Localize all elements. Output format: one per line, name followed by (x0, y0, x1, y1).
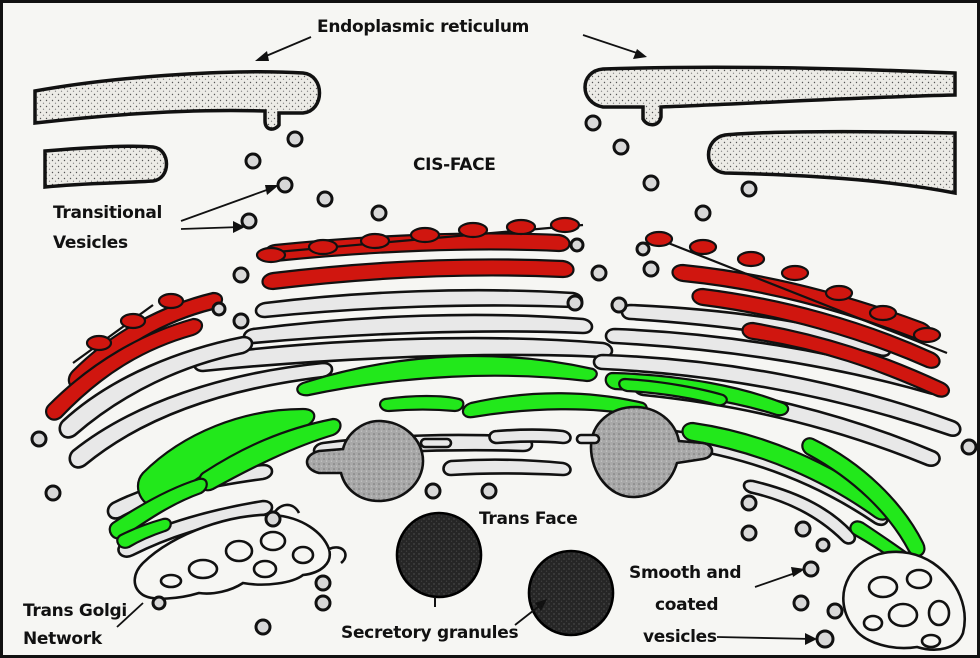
condensing-vacuoles (307, 407, 712, 501)
label-endoplasmic-reticulum: Endoplasmic reticulum (317, 17, 529, 38)
secretory-granules (397, 513, 613, 635)
label-secretory-granules: Secretory granules (341, 623, 518, 644)
er-sheet-left-lower (45, 146, 167, 187)
label-cis-face: CIS-FACE (413, 155, 496, 176)
label-smooth-coated-3: vesicles (643, 627, 717, 648)
label-smooth-coated-2: coated (655, 595, 718, 616)
label-transitional-vesicles-1: Transitional (53, 203, 162, 224)
label-transitional-vesicles-2: Vesicles (53, 233, 128, 254)
er-sheet-right-upper (585, 67, 955, 124)
er-sheet-left-upper (35, 72, 320, 129)
label-trans-golgi-1: Trans Golgi (23, 601, 127, 622)
label-trans-golgi-2: Network (23, 629, 102, 650)
golgi-illustration (3, 3, 977, 655)
label-smooth-coated-1: Smooth and (629, 563, 741, 584)
label-trans-face: Trans Face (479, 509, 577, 530)
trans-golgi-network-right (843, 552, 964, 650)
